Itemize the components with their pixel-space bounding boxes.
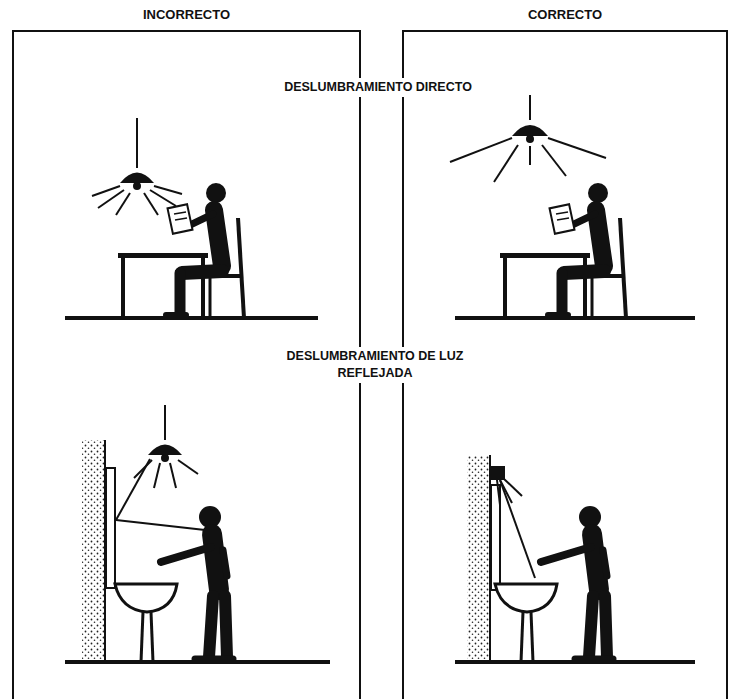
section-label: DESLUMBRAMIENTO DIRECTO — [245, 78, 511, 97]
panel-heading: INCORRECTO — [14, 7, 359, 22]
panel-heading: CORRECTO — [404, 7, 726, 22]
section-label: DESLUMBRAMIENTO DE LUZ REFLEJADA — [282, 347, 468, 383]
